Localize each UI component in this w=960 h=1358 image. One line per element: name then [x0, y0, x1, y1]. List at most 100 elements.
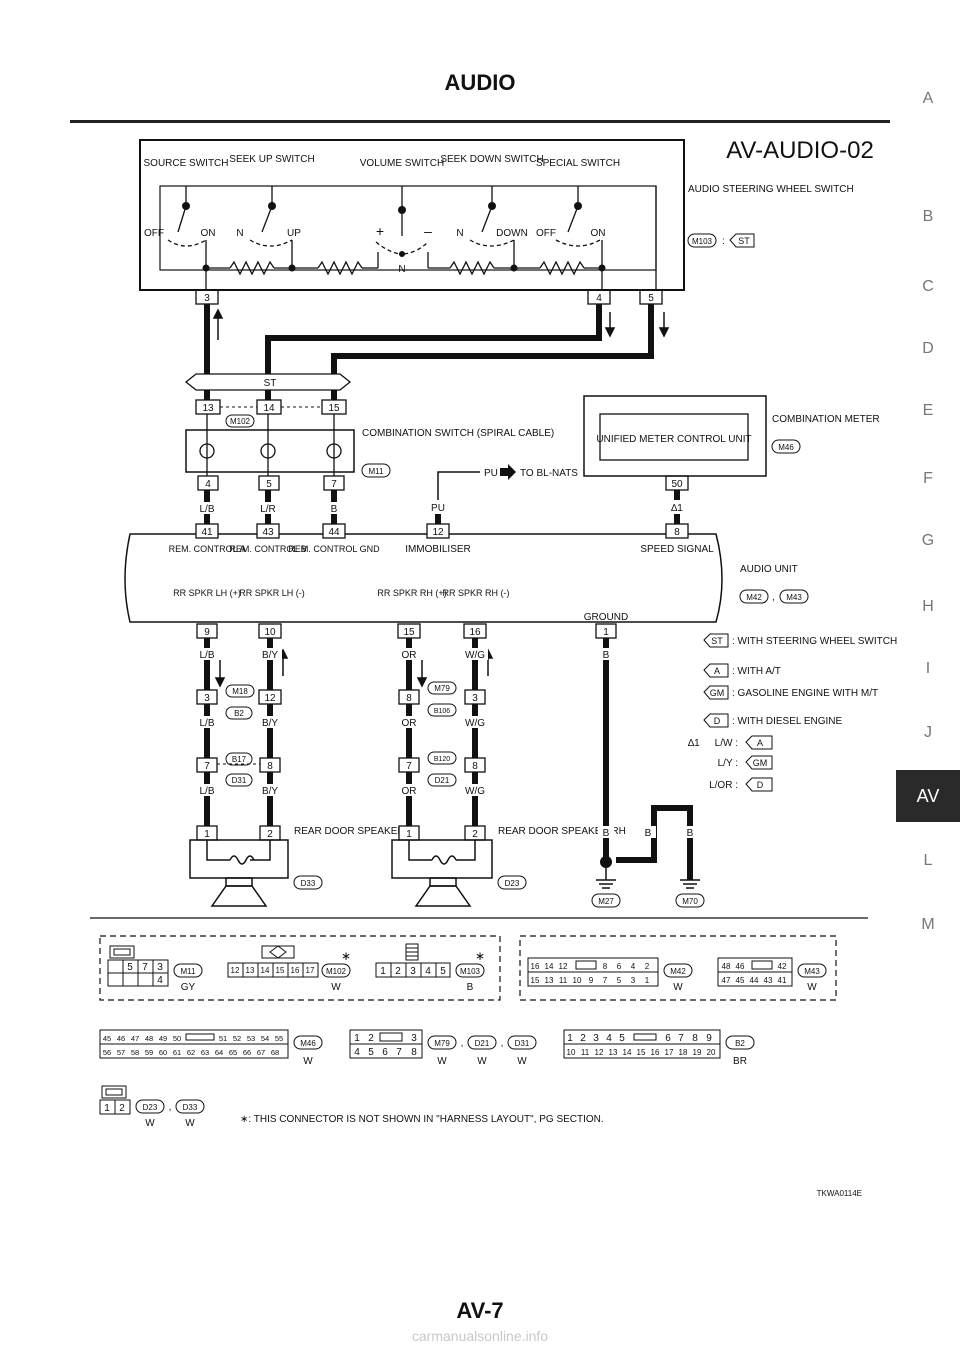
m46-t6: 51 [219, 1034, 227, 1043]
sidebar-letter-b[interactable]: B [922, 208, 934, 225]
m79-id2: D31 [515, 1039, 530, 1048]
rh-j1-pin-b: 3 [472, 693, 478, 704]
m46-color: W [303, 1056, 313, 1067]
b2-b9: 19 [693, 1048, 702, 1057]
m46-b6: 62 [187, 1048, 195, 1057]
pos-off1: OFF [144, 228, 164, 239]
m11-color: GY [181, 982, 196, 993]
m42-color: W [673, 982, 683, 993]
b2-b7: 17 [665, 1048, 674, 1057]
sidebar-letter-c[interactable]: C [922, 278, 934, 295]
comma-3: , [169, 1102, 172, 1113]
wire-note1: ∆1 [671, 503, 683, 514]
gnd-low-2: B [645, 828, 652, 839]
conn-face-m102: 12 13 14 15 16 17 M102 ∗ W [227, 945, 351, 993]
volume-label: VOLUME SWITCH [360, 158, 444, 169]
m42-t5: 4 [631, 962, 636, 971]
rh-w1-a: OR [402, 650, 417, 661]
m42-t0: 16 [531, 962, 540, 971]
sidebar-letter-e[interactable]: E [922, 402, 934, 419]
gnd-m27: M27 [598, 897, 614, 906]
m46-b11: 67 [257, 1048, 265, 1057]
conn-face-b2: 1 2 3 4 5 6 7 8 9 10 11 12 13 14 15 16 1… [563, 1029, 755, 1067]
b2-t2: 3 [593, 1033, 599, 1044]
m42-t2: 12 [559, 962, 568, 971]
m102-id: M102 [326, 967, 347, 976]
sw-pin-5: 5 [648, 293, 654, 304]
m42-b6: 5 [617, 976, 622, 985]
lh-w2-b: B/Y [262, 718, 278, 729]
m46-b5: 61 [173, 1048, 181, 1057]
sidebar-letter-l[interactable]: L [923, 852, 933, 869]
lh-w3-b: B/Y [262, 786, 278, 797]
sidebar-letter-h[interactable]: H [922, 598, 934, 615]
b2-b8: 18 [679, 1048, 688, 1057]
b2-t6: 7 [678, 1033, 684, 1044]
cs-top-conn: M102 [230, 417, 251, 426]
m43-b3: 43 [764, 976, 773, 985]
au-pin-41: 41 [201, 527, 213, 538]
m42-t6: 2 [645, 962, 650, 971]
lh-w2-a: L/B [199, 718, 214, 729]
sw-pin-4: 4 [596, 293, 602, 304]
m103-pin-4: 4 [425, 966, 431, 977]
m42-id: M42 [670, 967, 686, 976]
legend-tag-1: A [714, 666, 720, 676]
m79-c0: W [437, 1056, 447, 1067]
m103-pin-1: 1 [380, 966, 386, 977]
m43-b1: 45 [736, 976, 745, 985]
sidebar-letter-j[interactable]: J [924, 724, 932, 741]
rh-j2-pin-b: 8 [472, 761, 478, 772]
sidebar-letter-m[interactable]: M [921, 916, 935, 933]
wire-lb-top: L/B [199, 504, 214, 515]
m43-color: W [807, 982, 817, 993]
pos-off2: OFF [536, 228, 556, 239]
st-bar-label: ST [264, 378, 277, 389]
b2-id: B2 [735, 1039, 745, 1048]
m43-b2: 44 [750, 976, 759, 985]
m102-pin-12: 12 [231, 966, 240, 975]
m46-t4: 49 [159, 1034, 167, 1043]
sidebar-letter-i[interactable]: I [925, 660, 931, 677]
d23-c1: W [185, 1118, 195, 1129]
m79-b4: 8 [411, 1047, 417, 1058]
d23-pin-1: 1 [104, 1103, 110, 1114]
note1-wire-2: L/OR : [709, 780, 738, 791]
pos-up: UP [287, 228, 301, 239]
m79-b2: 6 [382, 1047, 388, 1058]
b2-t0: 1 [567, 1033, 573, 1044]
cs-top-pin-13: 13 [202, 403, 214, 414]
m102-pin-13: 13 [246, 966, 255, 975]
sidebar-letter-f[interactable]: F [923, 470, 933, 487]
au-label-lh-plus: RR SPKR LH (+) [173, 588, 241, 598]
audio-unit-body [124, 533, 723, 623]
steering-switch-name: AUDIO STEERING WHEEL SWITCH [688, 184, 854, 195]
conn-face-m79: 1 2 3 4 5 6 7 8 M79 W , D21 W , D31 W [349, 1029, 537, 1067]
sidebar-letter-d[interactable]: D [922, 340, 934, 357]
m46-b3: 59 [145, 1048, 153, 1057]
rh-spk-pin-1: 1 [406, 829, 412, 840]
sidebar-letter-a[interactable]: A [922, 90, 934, 107]
figure-id: TKWA0114E [817, 1189, 862, 1198]
cs-top-pin-14: 14 [263, 403, 275, 414]
diagram-code: AV-AUDIO-02 [726, 137, 874, 164]
au-pin-9: 9 [204, 627, 210, 638]
watermark: carmanualsonline.info [411, 1328, 549, 1344]
lh-w1-a: L/B [199, 650, 214, 661]
lh-speaker [189, 839, 289, 907]
m42-b0: 15 [531, 976, 540, 985]
au-pin-44: 44 [328, 527, 340, 538]
m79-t1: 2 [368, 1033, 374, 1044]
comma: , [772, 592, 775, 603]
lh-w1-b: B/Y [262, 650, 278, 661]
legend-text-0: : WITH STEERING WHEEL SWITCH [732, 636, 897, 647]
note1-wire-1: L/Y : [718, 758, 738, 769]
m102-pin-16: 16 [291, 966, 300, 975]
m103-id: M103 [460, 967, 481, 976]
b2-b10: 20 [707, 1048, 716, 1057]
m79-c1: W [477, 1056, 487, 1067]
m46-b2: 58 [131, 1048, 139, 1057]
sidebar-letter-g[interactable]: G [921, 532, 935, 549]
m43-t2: 42 [778, 962, 787, 971]
sidebar-active-tab[interactable]: AV [896, 770, 960, 822]
